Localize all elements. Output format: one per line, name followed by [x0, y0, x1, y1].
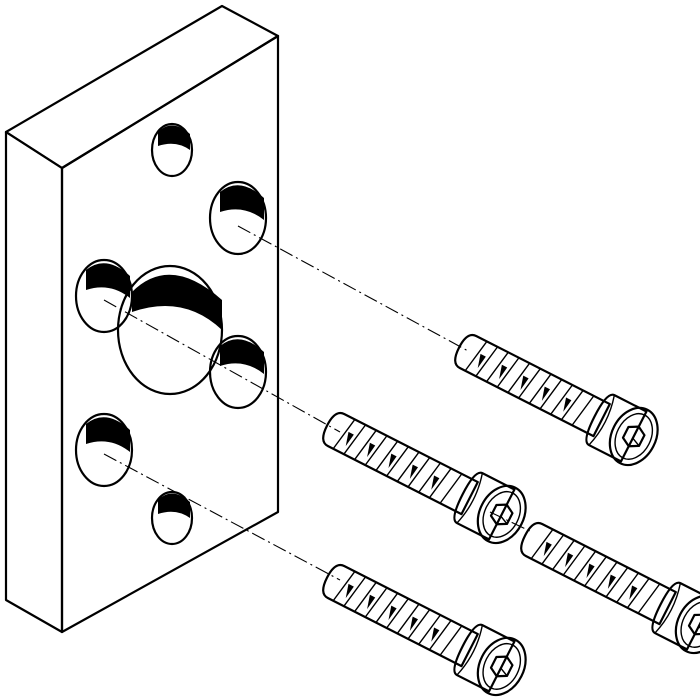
- center-line-1: [237, 225, 471, 353]
- plate-front-face: [60, 34, 280, 634]
- plate-hole-middle-right: [208, 334, 268, 410]
- mounting-plate: [4, 4, 280, 634]
- plate-hole-lower-left: [74, 412, 134, 488]
- screw-upper-right: [444, 319, 669, 475]
- screw-lower-left: [312, 549, 537, 700]
- center-line-4: [489, 511, 533, 533]
- center-line-3: [103, 453, 341, 581]
- assembly-center-lines: [103, 225, 533, 581]
- plate-top-face: [4, 4, 280, 170]
- screw-lower-right: [510, 507, 700, 663]
- plate-side-face: [4, 130, 64, 634]
- screw-middle: [312, 397, 537, 553]
- plate-hole-upper-right: [208, 180, 268, 256]
- center-line-2: [103, 299, 341, 433]
- plate-hole-bottom: [150, 490, 194, 546]
- plate-hole-large-center: [116, 264, 224, 396]
- plate-hole-middle-left: [74, 258, 134, 334]
- plate-hole-top: [150, 122, 194, 178]
